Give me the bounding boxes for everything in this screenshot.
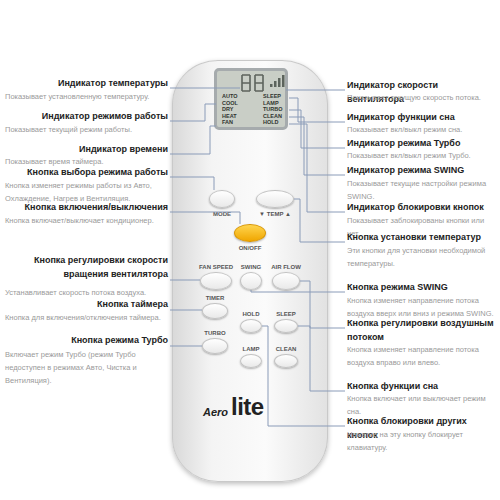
callout-title: Кнопка регулировки воздушным потоком (347, 316, 497, 344)
remote-button: ▼ TEMP ▲ (252, 190, 298, 220)
button-oval (256, 190, 294, 208)
callout-description: Включает режим Турбо (режим Турбо недост… (5, 348, 168, 387)
button-label: FAN SPEED (184, 263, 248, 271)
button-label: MODE (193, 210, 251, 218)
callout-title: Кнопка включения/выключения (5, 200, 168, 214)
callout-title: Кнопка таймера (5, 297, 168, 311)
brand-logo: lite (231, 393, 264, 421)
button-oval (274, 354, 298, 368)
callout-description: Кнопка изменяет режимы работы из Авто, О… (5, 179, 168, 205)
remote-button: MODE (205, 190, 239, 220)
callout-description: Кнопка для включения/отключения таймера. (5, 311, 168, 324)
remote-button: SWING (236, 263, 266, 291)
callout-description: Кнопка изменяет направление потока возду… (347, 343, 497, 369)
button-label: HOLD (224, 310, 278, 318)
button-oval (202, 303, 228, 319)
callout-description: Кнопка включает или выключает режим сна. (347, 392, 497, 418)
callout-title: Кнопка режима SWING (347, 280, 497, 294)
callout-title: Кнопка установки температур (347, 230, 497, 244)
callout-title: Кнопка функции сна (347, 379, 497, 393)
remote-button: ON/OFF (230, 224, 270, 254)
callout-description: Показывает установленную температуру. (5, 90, 168, 103)
button-label: TURBO (186, 329, 244, 337)
callout-description: Показывает время таймера. (5, 155, 168, 168)
lcd-indicator-text: SLEEP LAMP TURBO CLEAN HOLD (263, 93, 283, 126)
button-oval (240, 272, 262, 290)
remote-button: TURBO (198, 329, 232, 355)
button-label: SLEEP (258, 310, 314, 318)
remote-button: AIR FLOW (268, 263, 304, 291)
button-oval (202, 338, 228, 354)
button-oval (272, 272, 300, 290)
remote-control-body: AUTO COOL DRY HEAT FAN SLEEP LAMP TURBO C… (172, 60, 328, 482)
callout-description: Эти кнопки для установки необходимой тем… (347, 244, 497, 270)
button-oval (240, 354, 262, 368)
lcd-display: AUTO COOL DRY HEAT FAN SLEEP LAMP TURBO C… (214, 68, 288, 130)
remote-button: HOLD (236, 310, 266, 334)
callout-title: Индикатор времени (5, 142, 168, 156)
callout-title: Индикатор блокировки кнопок (347, 200, 497, 214)
callout-title: Кнопка режима Турбо (5, 333, 168, 347)
callout-title: Индикатор режимов работы (5, 109, 168, 123)
button-oval (209, 190, 235, 208)
callout-title: Индикатор режима Турбо (347, 136, 497, 150)
callout-description: Показывает вкл/выкл режим Турбо. (347, 149, 497, 162)
callout-description: Показывает текущий режим работы. (5, 123, 168, 136)
remote-button: SLEEP (270, 310, 302, 334)
remote-button: CLEAN (270, 345, 302, 369)
button-label: CLEAN (258, 345, 314, 353)
button-label: SWING (224, 263, 278, 271)
button-oval (240, 319, 262, 333)
brand-logo: Aero (203, 406, 228, 418)
callout-title: Индикатор режима SWING (347, 163, 497, 177)
remote-button: TIMER (198, 294, 232, 320)
button-label: ▼ TEMP ▲ (240, 210, 310, 218)
button-label: AIR FLOW (256, 263, 316, 271)
callout-description: Нажатие на эту кнопку блокирует клавиату… (347, 428, 497, 454)
remote-button: LAMP (236, 345, 266, 369)
callout-description: Кнопка включает/выключает кондиционер. (5, 214, 168, 227)
button-oval (234, 224, 266, 242)
button-label: ON/OFF (218, 244, 282, 252)
callout-description: Показывает текущую скорость потока. (347, 91, 497, 104)
button-oval (200, 272, 232, 290)
callout-title: Кнопка выбора режима работы (5, 165, 168, 179)
lcd-indicator-text: AUTO COOL DRY HEAT FAN (222, 93, 238, 126)
callout-description: Показывает вкл/выкл режим сна. (347, 123, 497, 136)
button-label: LAMP (224, 345, 278, 353)
button-oval (274, 319, 298, 333)
callout-title: Индикатор температуры (5, 76, 168, 90)
callout-description: Показывает текущие настройки режима SWIN… (347, 177, 497, 203)
remote-button: FAN SPEED (196, 263, 236, 291)
callout-description: Устанавливает скорость потока воздуха. (5, 286, 168, 299)
button-label: TIMER (186, 294, 244, 302)
callout-description: Кнопка изменяет направление потока возду… (347, 294, 497, 320)
callout-title: Индикатор функции сна (347, 110, 497, 124)
callout-title: Кнопка регулировки скорости вращения вен… (5, 253, 168, 281)
